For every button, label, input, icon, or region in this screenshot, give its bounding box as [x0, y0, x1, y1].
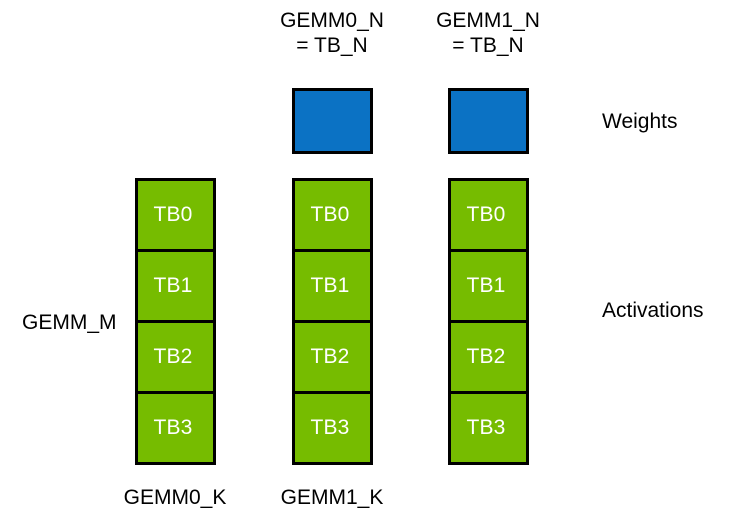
- tb-cell-label: TB1: [310, 274, 350, 297]
- tb-cell-label: TB3: [310, 416, 350, 439]
- tb-cell-label: TB3: [466, 416, 506, 439]
- table-row: TB3: [135, 391, 216, 465]
- table-row: TB1: [448, 249, 529, 323]
- column-footer-gemm1-k: GEMM1_K: [280, 486, 384, 509]
- tb-cell-label: TB0: [153, 203, 193, 226]
- table-row: TB2: [292, 320, 373, 394]
- tb-cell-label: TB2: [466, 345, 506, 368]
- tb-cell-label: TB1: [153, 274, 193, 297]
- table-row: TB2: [448, 320, 529, 394]
- table-row: TB2: [135, 320, 216, 394]
- activation-stack-0: TB0 TB1 TB2 TB3: [135, 178, 216, 465]
- table-row: TB1: [292, 249, 373, 323]
- column-header-gemm0-n: GEMM0_N = TB_N: [280, 9, 384, 57]
- axis-label-gemm-m: GEMM_M: [22, 311, 117, 334]
- activation-stack-1: TB0 TB1 TB2 TB3: [292, 178, 373, 465]
- tb-cell-label: TB3: [153, 416, 193, 439]
- table-row: TB0: [292, 178, 373, 252]
- column-footer-gemm0-k: GEMM0_K: [123, 486, 227, 509]
- tb-cell-label: TB2: [310, 345, 350, 368]
- table-row: TB3: [292, 391, 373, 465]
- gemm1-weight-block: [448, 88, 529, 154]
- row-label-activations: Activations: [602, 299, 704, 322]
- row-label-weights: Weights: [602, 110, 678, 133]
- table-row: TB0: [135, 178, 216, 252]
- tb-cell-label: TB0: [310, 203, 350, 226]
- activation-stack-2: TB0 TB1 TB2 TB3: [448, 178, 529, 465]
- tb-cell-label: TB1: [466, 274, 506, 297]
- table-row: TB0: [448, 178, 529, 252]
- column-header-gemm1-n: GEMM1_N = TB_N: [436, 9, 540, 57]
- gemm0-weight-block: [292, 88, 373, 154]
- table-row: TB1: [135, 249, 216, 323]
- tb-cell-label: TB2: [153, 345, 193, 368]
- table-row: TB3: [448, 391, 529, 465]
- tb-cell-label: TB0: [466, 203, 506, 226]
